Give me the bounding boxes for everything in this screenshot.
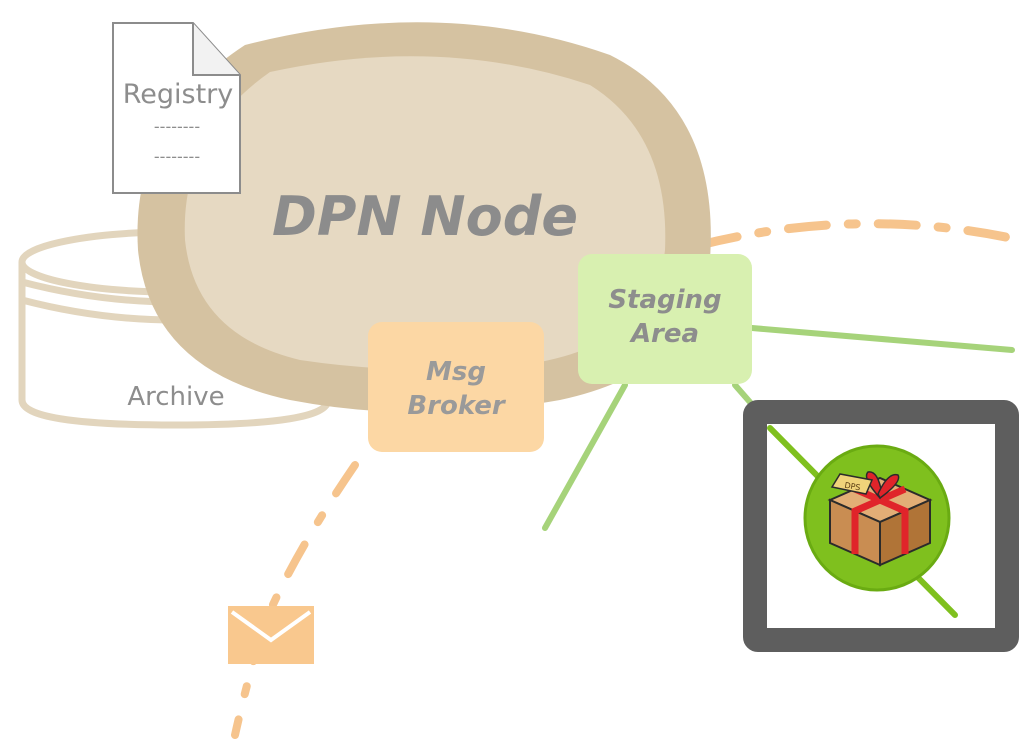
msg-broker-box [368,322,544,452]
green-connector-right [749,325,1015,353]
orange-dashed-connector-top [695,219,1023,250]
green-connector-down-left [542,382,628,531]
package-icon [803,444,951,592]
msg-broker-line-2: Broker [407,391,507,421]
package-tag-label: DPS [844,481,861,493]
staging-area-line-2: Area [629,319,699,349]
staging-area-line-1: Staging [608,285,721,315]
dpn-node [137,22,711,413]
registry-line-1: -------- [154,117,200,136]
staging-area-box [578,254,752,384]
registry-line-2: -------- [154,147,200,166]
registry-title: Registry [123,79,234,110]
envelope-icon [228,606,314,664]
archive-label: Archive [127,382,224,412]
dpn-node-label: DPN Node [272,185,578,248]
document-icon [112,22,241,194]
msg-broker-line-1: Msg [426,357,486,387]
orange-dashed-connector-bottom [231,461,359,739]
